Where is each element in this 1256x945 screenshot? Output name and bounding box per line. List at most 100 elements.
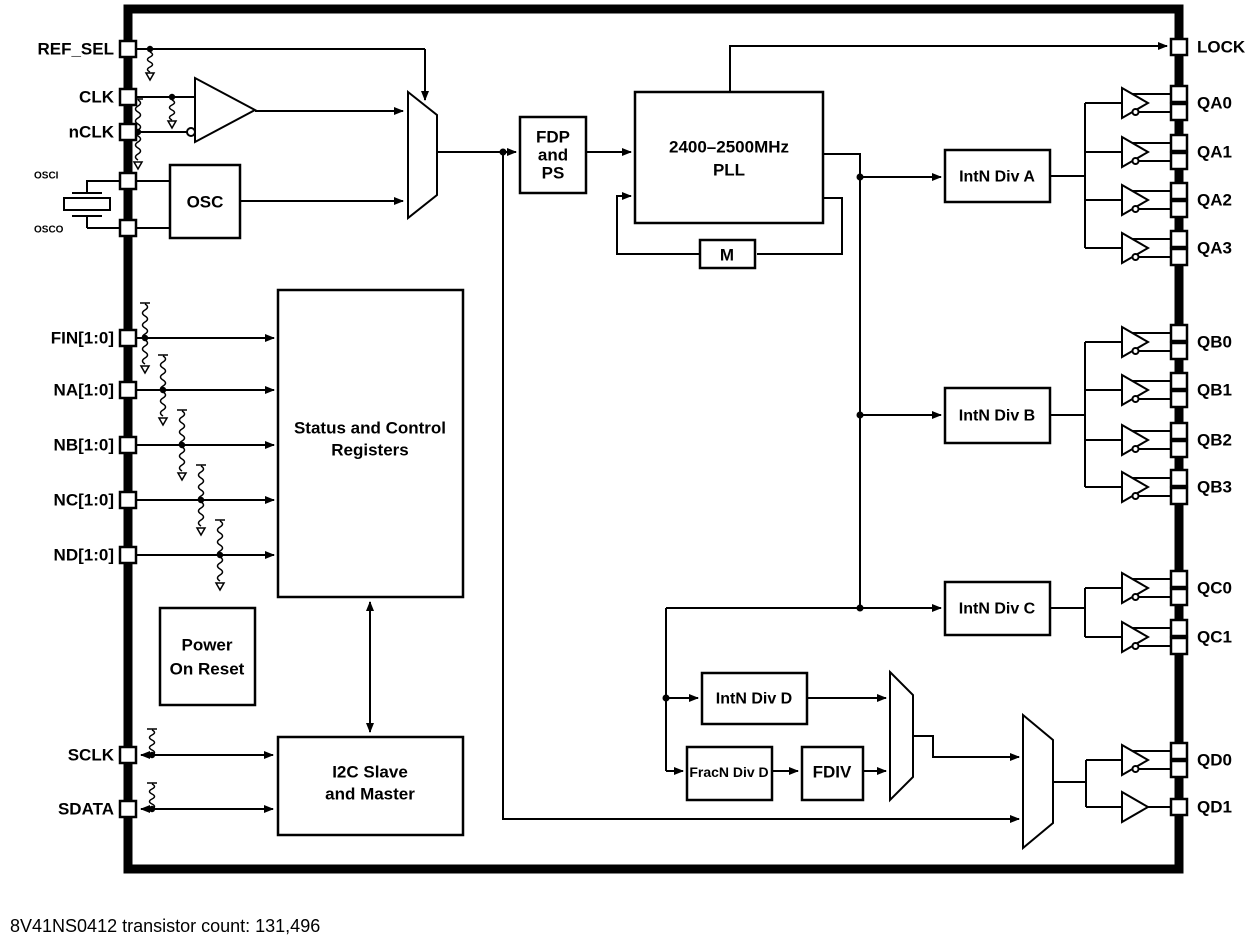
qb3-output-buffer: [1121, 471, 1172, 503]
label-ref-sel: REF_SEL: [37, 40, 114, 59]
pin-qa3-p: [1169, 229, 1189, 249]
pin-sdata: [118, 799, 138, 819]
qd1-output-buffer: [1121, 791, 1172, 823]
label-qc0: QC0: [1197, 579, 1232, 598]
pin-qc1-p: [1169, 618, 1189, 638]
fdiv-label: FDIV: [813, 763, 852, 782]
pin-sclk: [118, 745, 138, 765]
por-label-1: Power: [181, 636, 232, 655]
label-nd: ND[1:0]: [54, 546, 114, 565]
block-fdiv: FDIV: [800, 745, 865, 802]
label-na: NA[1:0]: [54, 381, 114, 400]
pin-qb0-p: [1169, 323, 1189, 343]
pin-qd0-n: [1169, 759, 1189, 779]
pin-qa3-n: [1169, 247, 1189, 267]
pin-qa1-p: [1169, 133, 1189, 153]
label-sdata: SDATA: [58, 800, 114, 819]
label-qd0: QD0: [1197, 751, 1232, 770]
label-sclk: SCLK: [68, 746, 115, 765]
label-lock: LOCK: [1197, 38, 1246, 57]
block-osc: OSC: [168, 163, 242, 240]
block-intn-div-b: IntN Div B: [943, 386, 1052, 445]
block-pll: 2400–2500MHz PLL: [633, 90, 825, 225]
pullup-resistor-sclk: [146, 728, 158, 756]
qc0-output-buffer: [1121, 572, 1172, 604]
osc-label: OSC: [187, 193, 224, 212]
pin-qa2-n: [1169, 199, 1189, 219]
registers-label-1: Status and Control: [294, 419, 446, 438]
por-label-2: On Reset: [170, 660, 245, 679]
div-c-label: IntN Div C: [959, 601, 1036, 618]
div-b-label: IntN Div B: [959, 408, 1035, 425]
pin-qc0-p: [1169, 569, 1189, 589]
pin-nd: [118, 545, 138, 565]
crystal-symbol: [63, 197, 111, 211]
pin-ref-sel: [118, 39, 138, 59]
pin-na: [118, 380, 138, 400]
pin-qb2-n: [1169, 439, 1189, 459]
label-nb: NB[1:0]: [54, 436, 114, 455]
wire-net: [72, 42, 1168, 823]
block-fdp-ps: FDP and PS: [518, 115, 588, 195]
i2c-label-1: I2C Slave: [332, 763, 408, 782]
registers-label-2: Registers: [331, 441, 408, 460]
qb1-output-buffer: [1121, 374, 1172, 406]
div-a-label: IntN Div A: [959, 169, 1035, 186]
pin-qb2-p: [1169, 421, 1189, 441]
label-fin: FIN[1:0]: [51, 329, 114, 348]
pin-nc: [118, 490, 138, 510]
label-osci: OSCI: [34, 171, 59, 182]
qb2-output-buffer: [1121, 424, 1172, 456]
output-buffers: [1121, 87, 1172, 823]
pin-labels: REF_SEL CLK nCLK OSCI OSCO FIN[1:0] NA[1…: [34, 38, 1246, 819]
label-qc1: QC1: [1197, 628, 1232, 647]
pin-osci: [118, 171, 138, 191]
fdp-label-3: PS: [542, 164, 565, 183]
pin-clk: [118, 87, 138, 107]
pin-qa2-p: [1169, 181, 1189, 201]
block-m-divider: M: [698, 238, 757, 270]
qa1-output-buffer: [1121, 136, 1172, 168]
label-qb2: QB2: [1197, 431, 1232, 450]
label-qb1: QB1: [1197, 381, 1232, 400]
label-qa0: QA0: [1197, 94, 1232, 113]
block-i2c-slave-master: I2C Slave and Master: [276, 735, 465, 837]
pin-fin: [118, 328, 138, 348]
fdp-label-2: and: [538, 146, 568, 165]
pin-qa0-p: [1169, 84, 1189, 104]
label-qb3: QB3: [1197, 478, 1232, 497]
label-qa3: QA3: [1197, 239, 1232, 258]
div-d-label: IntN Div D: [716, 691, 792, 708]
wire-junctions: [134, 45, 864, 813]
qa2-output-buffer: [1121, 184, 1172, 216]
pin-qd1: [1169, 797, 1189, 817]
block-fracn-div-d: FracN Div D: [685, 745, 774, 802]
pin-qb1-n: [1169, 389, 1189, 409]
fracn-div-d-label: FracN Div D: [689, 764, 768, 780]
pin-qb3-p: [1169, 468, 1189, 488]
qc1-output-buffer: [1121, 621, 1172, 653]
qa3-output-buffer: [1121, 232, 1172, 264]
block-power-on-reset: Power On Reset: [158, 606, 257, 707]
pll-label-1: 2400–2500MHz: [669, 138, 789, 157]
block-status-control-registers: Status and Control Registers: [276, 288, 465, 599]
label-qa2: QA2: [1197, 191, 1232, 210]
pin-qd0-p: [1169, 741, 1189, 761]
qa0-output-buffer: [1121, 87, 1172, 119]
label-qd1: QD1: [1197, 798, 1232, 817]
pin-qb3-n: [1169, 486, 1189, 506]
pin-qa1-n: [1169, 151, 1189, 171]
pll-label-2: PLL: [713, 161, 745, 180]
label-qa1: QA1: [1197, 143, 1232, 162]
block-intn-div-c: IntN Div C: [943, 580, 1052, 637]
pin-qb0-n: [1169, 341, 1189, 361]
pin-qc0-n: [1169, 587, 1189, 607]
label-nc: NC[1:0]: [54, 491, 114, 510]
pin-qa0-n: [1169, 102, 1189, 122]
block-intn-div-a: IntN Div A: [943, 148, 1052, 204]
qb0-output-buffer: [1121, 326, 1172, 358]
pin-qb1-p: [1169, 371, 1189, 391]
figure-caption: 8V41NS0412 transistor count: 131,496: [10, 916, 320, 936]
label-osco: OSCO: [34, 225, 64, 236]
